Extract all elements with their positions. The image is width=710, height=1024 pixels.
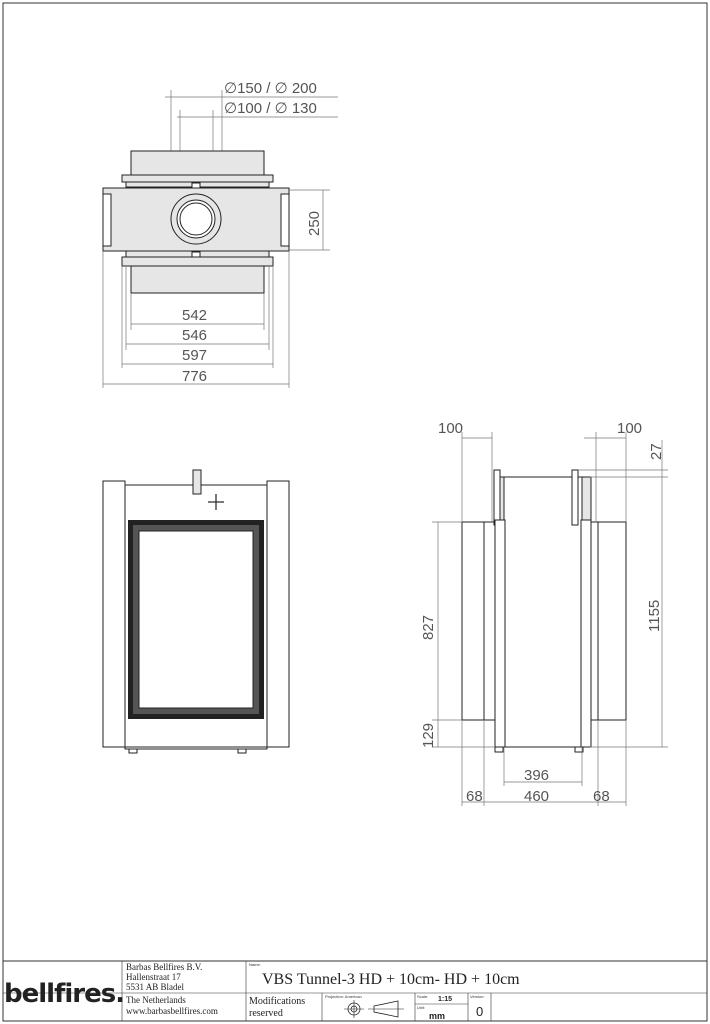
side-right-offset-dim: 100	[617, 420, 642, 437]
side-view: 100 100 27 1155 827 129 396 460 68 68	[420, 420, 668, 806]
top-view: ∅150 / ∅ 200 ∅100 / ∅ 130 250	[102, 80, 338, 388]
front-view	[102, 469, 290, 754]
width-dim-776: 776	[182, 368, 207, 385]
side-bottom-height-dim: 129	[420, 723, 437, 748]
side-total-height-dim: 1155	[646, 600, 663, 632]
side-glass-height-dim: 827	[420, 615, 437, 640]
side-left-offset-dim: 100	[438, 420, 463, 437]
projection-symbol-icon	[344, 1000, 404, 1018]
version-caption: Version:	[470, 994, 484, 999]
company-logo: bellfires.	[4, 979, 124, 1009]
side-left-frame-dim: 68	[466, 788, 483, 805]
width-dim-597: 597	[182, 347, 207, 364]
flue-dim-inner: ∅100 / ∅ 130	[224, 100, 317, 117]
company-line-4: The Netherlands	[126, 995, 186, 1005]
side-outer-width-dim: 460	[524, 788, 549, 805]
unit-caption: Unit:	[417, 1005, 425, 1010]
modifications-line-2: reserved	[249, 1008, 283, 1019]
product-name: VBS Tunnel-3 HD + 10cm- HD + 10cm	[262, 971, 520, 988]
width-dim-542: 542	[182, 307, 207, 324]
width-dim-546: 546	[182, 327, 207, 344]
side-right-frame-dim: 68	[593, 788, 610, 805]
modifications-line-1: Modifications	[249, 996, 305, 1007]
flue-dim-outer: ∅150 / ∅ 200	[224, 80, 317, 97]
company-line-3: 5531 AB Bladel	[126, 982, 184, 992]
side-top-offset-dim: 27	[648, 443, 665, 460]
top-height-dim: 250	[306, 211, 323, 236]
version-value: 0	[476, 1004, 483, 1019]
company-website: www.barbasbellfires.com	[126, 1006, 218, 1016]
company-line-1: Barbas Bellfires B.V.	[126, 962, 202, 972]
title-block: bellfires. Barbas Bellfires B.V. Hallens…	[3, 960, 707, 1021]
company-line-2: Hallenstraat 17	[126, 972, 181, 982]
unit-value: mm	[429, 1011, 445, 1021]
scale-caption: Scale:	[417, 994, 428, 999]
projection-caption: Projection: American	[325, 994, 362, 999]
name-caption: Name:	[249, 962, 261, 967]
scale-value: 1:15	[438, 996, 452, 1003]
side-inner-width-dim: 396	[524, 767, 549, 784]
